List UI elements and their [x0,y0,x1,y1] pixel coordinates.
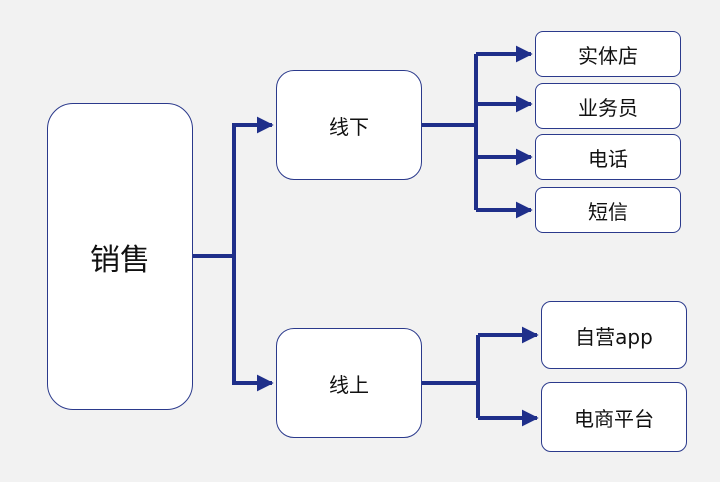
leaf-node-salesperson: 业务员 [535,83,681,129]
leaf-node-label: 短信 [588,199,628,224]
leaf-node-phone: 电话 [535,134,681,180]
leaf-node-ecommerce-platform: 电商平台 [541,382,687,452]
leaf-node-own-app: 自营app [541,301,687,369]
connector-root-to-online [232,256,274,392]
leaf-node-sms: 短信 [535,187,681,233]
root-node-label: 销售 [90,242,150,278]
branch-node-offline: 线下 [276,70,422,180]
leaf-node-label: 电商平台 [574,406,654,431]
leaf-node-label: 实体店 [578,43,638,68]
branch-node-online: 线上 [276,328,422,438]
branch-node-label: 线下 [329,114,369,139]
root-node-sales: 销售 [47,103,193,410]
leaf-node-label: 自营app [575,324,653,349]
leaf-node-label: 电话 [588,146,628,171]
branch-node-label: 线上 [329,372,369,397]
connector-root-to-offline [232,116,274,256]
leaf-node-label: 业务员 [578,95,638,120]
leaf-node-physical-store: 实体店 [535,31,681,77]
